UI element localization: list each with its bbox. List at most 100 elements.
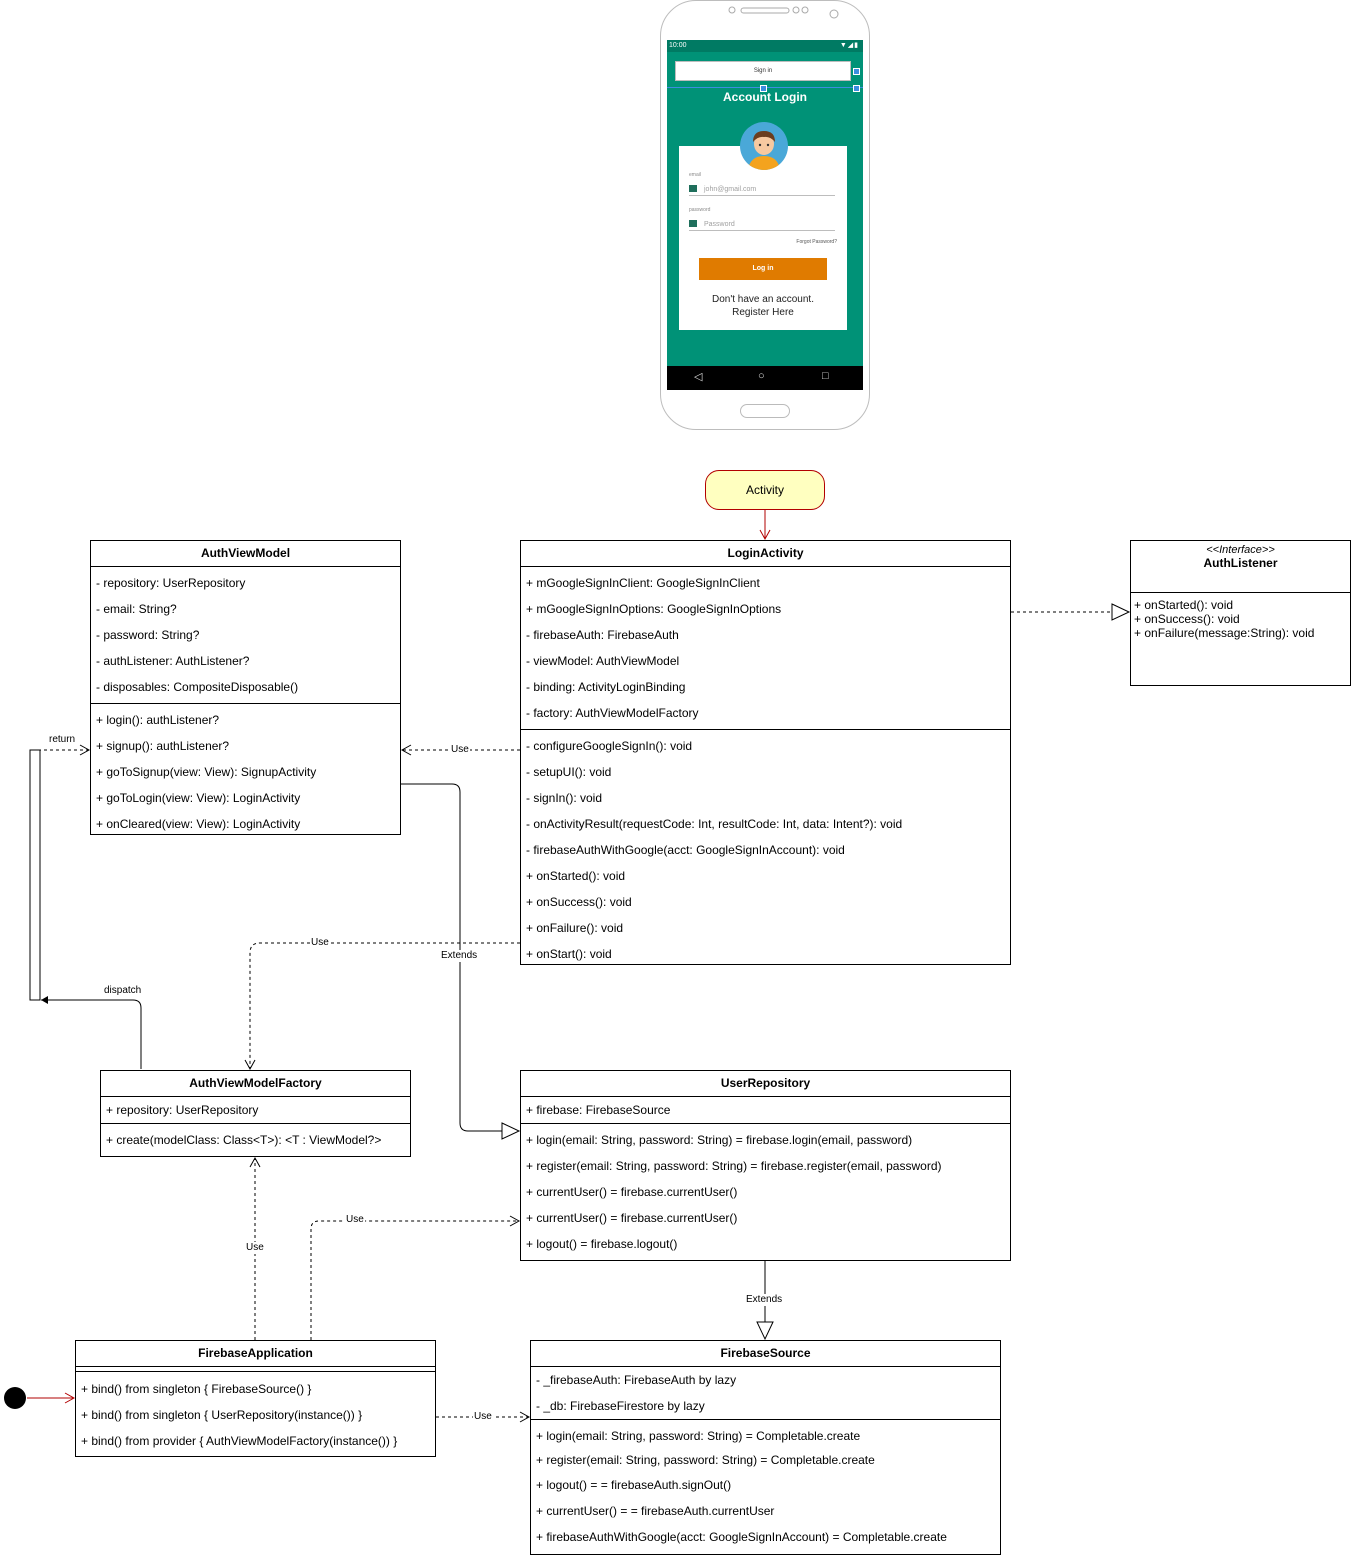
attribute-row: - _firebaseAuth: FirebaseAuth by lazy	[536, 1373, 737, 1387]
operation-row: + onSuccess(): void	[1134, 612, 1240, 626]
loginactivity-uses-factory-edge	[244, 942, 520, 1071]
avatar	[740, 122, 788, 170]
stereotype: <<Interface>>	[1206, 544, 1275, 556]
attributes-section: + repository: UserRepository	[101, 1097, 410, 1124]
login-card: email john@gmail.com password Password F…	[679, 146, 847, 330]
use-label-app-factory: Use	[245, 1242, 265, 1254]
attribute-row: - firebaseAuth: FirebaseAuth	[526, 628, 679, 642]
attribute-row: + mGoogleSignInClient: GoogleSignInClien…	[526, 576, 760, 590]
operation-row: + logout() = firebase.logout()	[526, 1237, 678, 1251]
operation-row: + login(): authListener?	[96, 713, 220, 727]
class-loginactivity[interactable]: LoginActivity + mGoogleSignInClient: Goo…	[520, 540, 1011, 965]
class-name: LoginActivity	[521, 541, 1010, 567]
operation-row: - onActivityResult(requestCode: Int, res…	[526, 817, 903, 831]
operation-row: + onFailure(message:String): void	[1134, 626, 1315, 640]
attribute-row: - factory: AuthViewModelFactory	[526, 706, 699, 720]
recent-apps-icon[interactable]: □	[822, 370, 829, 382]
selection-handle[interactable]	[853, 68, 860, 75]
operation-row: - setupUI(): void	[526, 765, 612, 779]
class-name: FirebaseApplication	[76, 1341, 435, 1367]
attribute-row: - authListener: AuthListener?	[96, 654, 250, 668]
class-authviewmodel[interactable]: AuthViewModel - repository: UserReposito…	[90, 540, 401, 835]
no-account-text: Don't have an account.	[712, 294, 814, 305]
class-name: FirebaseSource	[531, 1341, 1000, 1367]
operation-row: + bind() from provider { AuthViewModelFa…	[81, 1434, 398, 1448]
class-name: UserRepository	[521, 1071, 1010, 1097]
account-login-title: Account Login	[723, 90, 807, 104]
operation-row: - signIn(): void	[526, 791, 603, 805]
interface-authlistener[interactable]: <<Interface>> AuthListener + onStarted()…	[1130, 540, 1351, 686]
operation-row: + create(modelClass: Class<T>): <T : Vie…	[106, 1133, 382, 1147]
operation-row: + register(email: String, password: Stri…	[536, 1453, 875, 1467]
operation-row: + signup(): authListener?	[96, 739, 230, 753]
operation-row: + currentUser() = firebase.currentUser()	[526, 1211, 738, 1225]
attribute-row: - password: String?	[96, 628, 200, 642]
empty-attributes-section	[76, 1367, 435, 1372]
dispatch-edge	[41, 996, 142, 1069]
use-label-app-source: Use	[473, 1411, 493, 1423]
operation-row: + onStarted(): void	[526, 869, 626, 883]
operation-row: + login(email: String, password: String)…	[526, 1133, 913, 1147]
class-userrepository[interactable]: UserRepository + firebase: FirebaseSourc…	[520, 1070, 1011, 1261]
class-name: AuthViewModelFactory	[101, 1071, 410, 1097]
operations-section: + create(modelClass: Class<T>): <T : Vie…	[101, 1124, 410, 1153]
dispatch-label: dispatch	[103, 985, 143, 997]
google-signin-button[interactable]: Sign in	[675, 61, 851, 81]
attributes-section: - repository: UserRepository - email: St…	[91, 567, 400, 704]
return-label: return	[48, 734, 77, 746]
android-nav-bar: ◁ ○ □	[667, 366, 863, 390]
lock-icon	[689, 220, 697, 227]
operations-section: + bind() from singleton { FirebaseSource…	[76, 1372, 435, 1454]
operations-section: - configureGoogleSignIn(): void - setupU…	[521, 730, 1010, 970]
initial-state-node	[4, 1387, 26, 1409]
email-icon	[689, 185, 697, 192]
attribute-row: - viewModel: AuthViewModel	[526, 654, 680, 668]
attribute-row: + repository: UserRepository	[106, 1103, 259, 1117]
phone-speaker	[728, 6, 839, 19]
lifeline-bar	[29, 749, 41, 1001]
operation-row: + onFailure(): void	[526, 921, 624, 935]
operations-section: + login(email: String, password: String)…	[531, 1420, 1000, 1550]
return-loop-edge	[29, 744, 91, 1000]
phone-screen: 10:00 ▼◢▮ Sign in Account Login email jo…	[667, 40, 863, 390]
forgot-password-link[interactable]: Forgot Password?	[796, 239, 837, 245]
operation-row: + goToLogin(view: View): LoginActivity	[96, 791, 301, 805]
email-placeholder: john@gmail.com	[704, 186, 757, 193]
use-label-factory: Use	[310, 937, 330, 949]
register-link[interactable]: Register Here	[732, 307, 794, 318]
operations-section: + login(email: String, password: String)…	[521, 1124, 1010, 1257]
class-firebasesource[interactable]: FirebaseSource - _firebaseAuth: Firebase…	[530, 1340, 1001, 1555]
attribute-row: + mGoogleSignInOptions: GoogleSignInOpti…	[526, 602, 782, 616]
class-name: AuthViewModel	[91, 541, 400, 567]
status-bar: 10:00 ▼◢▮	[667, 40, 863, 52]
interface-name: AuthListener	[1203, 556, 1278, 570]
operation-row: + onStart(): void	[526, 947, 612, 961]
login-button[interactable]: Log in	[699, 258, 827, 280]
home-icon[interactable]: ○	[758, 370, 765, 382]
selection-handle[interactable]	[853, 85, 860, 92]
extends-label-repo: Extends	[440, 950, 479, 962]
email-field[interactable]: john@gmail.com	[689, 184, 835, 196]
selection-handle[interactable]	[760, 85, 767, 92]
use-label-viewmodel: Use	[450, 744, 470, 756]
use-label-app-repo: Use	[345, 1214, 365, 1226]
attribute-row: - email: String?	[96, 602, 177, 616]
operation-row: + bind() from singleton { UserRepository…	[81, 1408, 363, 1422]
class-firebaseapplication[interactable]: FirebaseApplication + bind() from single…	[75, 1340, 436, 1457]
back-icon[interactable]: ◁	[694, 371, 703, 383]
attribute-row: - repository: UserRepository	[96, 576, 246, 590]
activity-node[interactable]: Activity	[705, 470, 825, 510]
operation-row: - configureGoogleSignIn(): void	[526, 739, 693, 753]
attributes-section: - _firebaseAuth: FirebaseAuth by lazy - …	[531, 1367, 1000, 1420]
attribute-row: - disposables: CompositeDisposable()	[96, 680, 299, 694]
interface-header: <<Interface>> AuthListener	[1131, 541, 1350, 593]
phone-home-button[interactable]	[740, 404, 790, 418]
password-label: password	[689, 207, 711, 213]
operation-row: + onSuccess(): void	[526, 895, 632, 909]
operation-row: + currentUser() = = firebaseAuth.current…	[536, 1504, 775, 1518]
operation-row: + register(email: String, password: Stri…	[526, 1159, 942, 1173]
password-field[interactable]: Password	[689, 219, 835, 231]
status-time: 10:00	[669, 42, 687, 49]
class-authviewmodelfactory[interactable]: AuthViewModelFactory + repository: UserR…	[100, 1070, 411, 1157]
operation-row: + goToSignup(view: View): SignupActivity	[96, 765, 317, 779]
